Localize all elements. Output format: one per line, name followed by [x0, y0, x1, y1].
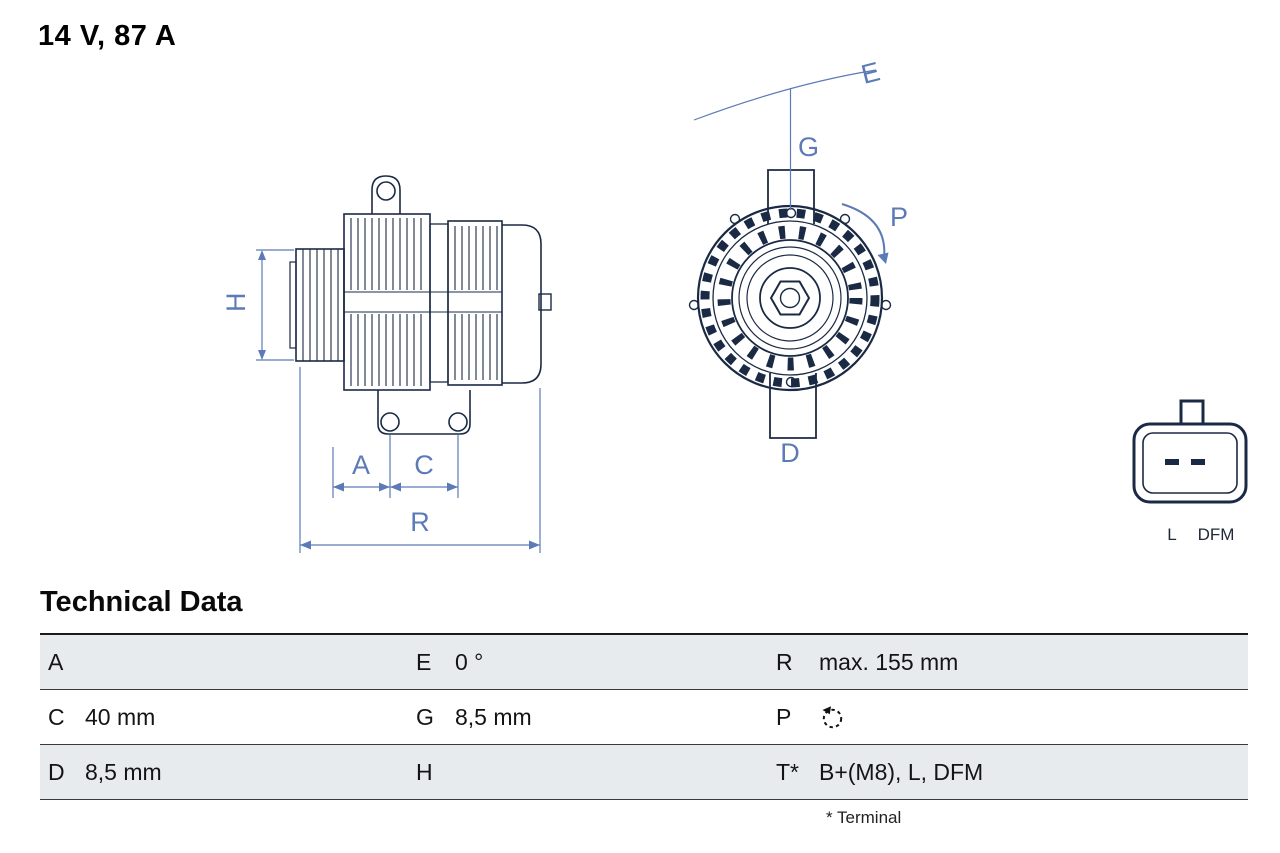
cell-key-T: T* — [776, 758, 799, 785]
cell-key-D: D — [48, 758, 65, 785]
cell-key-R: R — [776, 648, 793, 675]
table-row-2: C 40 mm G 8,5 mm P — [40, 690, 1248, 745]
cell-value-R: max. 155 mm — [819, 648, 959, 675]
side-view-dimensions — [256, 249, 541, 553]
connector-label-DFM: DFM — [1198, 525, 1235, 544]
dim-label-D: D — [780, 438, 800, 468]
rotation-ccw-icon — [819, 704, 846, 731]
dim-label-R: R — [410, 507, 430, 537]
cell-value-T: B+(M8), L, DFM — [819, 758, 984, 785]
cell-value-G: 8,5 mm — [455, 703, 532, 730]
dim-label-G: G — [798, 132, 819, 162]
cell-key-H: H — [416, 758, 433, 785]
technical-drawing: H A C R — [221, 56, 1248, 553]
spec-title: 14 V, 87 A — [38, 20, 177, 52]
front-view-dimensions — [693, 69, 889, 264]
alternator-side-view — [289, 175, 552, 435]
dim-label-P: P — [890, 202, 908, 232]
cell-key-C: C — [48, 703, 65, 730]
connector-pin-DFM — [1191, 459, 1205, 465]
cell-key-P: P — [776, 703, 792, 730]
terminal-footnote: * Terminal — [826, 808, 902, 827]
dim-label-E: E — [858, 56, 883, 89]
table-row-3: D 8,5 mm H T* B+(M8), L, DFM — [40, 745, 1248, 800]
technical-data-heading: Technical Data — [40, 586, 243, 618]
alternator-front-view — [688, 169, 892, 439]
connector-plug — [1132, 399, 1248, 504]
cell-key-E: E — [416, 648, 432, 675]
dim-label-C: C — [414, 450, 434, 480]
technical-data-section: Technical Data A E 0 ° R max. 155 mm C 4… — [40, 588, 1248, 828]
cell-key-G: G — [416, 703, 434, 730]
technical-data-table: A E 0 ° R max. 155 mm C 40 mm G 8,5 mm P — [40, 633, 1248, 800]
dim-label-H: H — [221, 293, 251, 313]
connector-pin-L — [1165, 459, 1179, 465]
cell-value-E: 0 ° — [455, 648, 484, 675]
dim-label-A: A — [352, 450, 370, 480]
table-row-1: A E 0 ° R max. 155 mm — [40, 635, 1248, 690]
connector-label-L: L — [1167, 525, 1176, 544]
cell-key-A: A — [48, 648, 64, 675]
cell-value-C: 40 mm — [85, 703, 156, 730]
cell-value-D: 8,5 mm — [85, 758, 162, 785]
cell-value-P — [814, 704, 1248, 731]
